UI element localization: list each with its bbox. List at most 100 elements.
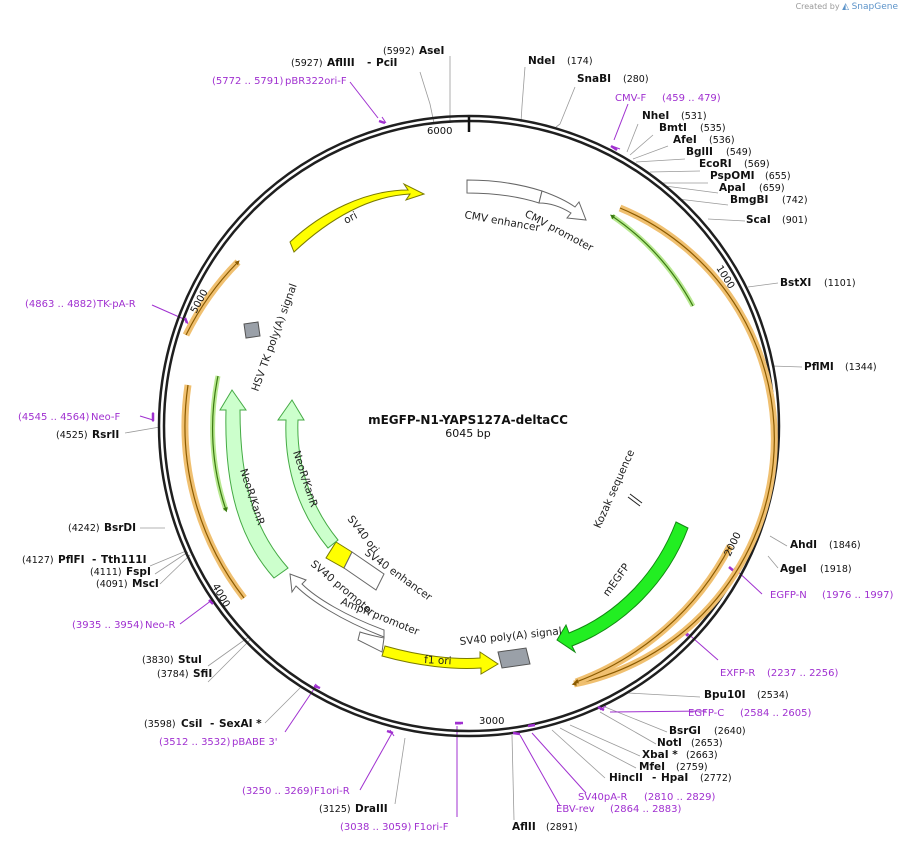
site-pos: (2663)	[686, 750, 718, 761]
site-pos: (2891)	[546, 822, 578, 833]
site-pos: (4242)	[68, 523, 100, 534]
site-name: PciI	[376, 57, 397, 69]
site-name: Bpu10I	[704, 689, 746, 701]
site-pos: (1101)	[824, 278, 856, 289]
primer-range: (2810 .. 2829)	[644, 792, 716, 803]
site-pos: (4525)	[56, 430, 88, 441]
svg-text:-: -	[92, 554, 96, 566]
primer-name: TK-pA-R	[96, 299, 136, 310]
site-pos: (1846)	[829, 540, 861, 551]
site-pos: (742)	[782, 195, 808, 206]
green-arcs	[210, 213, 696, 513]
plasmid-name: mEGFP-N1-YAPS127A-deltaCC	[368, 413, 568, 427]
primer-range: (5772 .. 5791)	[212, 76, 284, 87]
site-name: DraIII	[355, 803, 388, 815]
site-name: SnaBI	[577, 73, 611, 85]
site-pos: (280)	[623, 74, 649, 85]
primer-range: (4545 .. 4564)	[18, 412, 90, 423]
primer-range: (3038 .. 3059)	[340, 822, 412, 833]
site-pos: (655)	[765, 171, 791, 182]
site-labels: (5992) AseI (5927) AflIII - PciI NdeI (1…	[22, 45, 877, 833]
site-name: BstXI	[780, 277, 811, 289]
site-pos: (531)	[681, 111, 707, 122]
site-pos: (901)	[782, 215, 808, 226]
site-name: NdeI	[528, 55, 555, 67]
credit-prefix: Created by	[795, 2, 840, 11]
site-name: CsiI	[181, 718, 202, 730]
svg-text:-: -	[652, 772, 656, 784]
credit-brand: SnapGene	[851, 2, 898, 12]
tick-3000: 3000	[479, 716, 504, 727]
site-pos: (4091)	[96, 579, 128, 590]
primer-range: (4863 .. 4882)	[25, 299, 97, 310]
neor-outer-arrow	[219, 389, 289, 579]
site-name: MfeI	[639, 761, 665, 773]
megfp-arrow	[556, 521, 689, 654]
site-name: BsrGI	[669, 725, 701, 737]
site-name: BglII	[686, 146, 713, 158]
site-pos: (659)	[759, 183, 785, 194]
site-name: PflMI	[804, 361, 834, 373]
site-pos: (4111)	[90, 567, 122, 578]
site-pos: (4127)	[22, 555, 54, 566]
site-name: MscI	[132, 578, 159, 590]
site-pos: (2534)	[757, 690, 789, 701]
primer-name: F1ori-R	[314, 786, 350, 797]
site-name: RsrII	[92, 429, 119, 441]
primer-name: F1ori-F	[414, 822, 449, 833]
primer-name: Neo-R	[145, 620, 176, 631]
feature-label-sv40-polya: SV40 poly(A) signal	[459, 625, 562, 648]
site-name: ApaI	[719, 182, 746, 194]
site-pos: (2772)	[700, 773, 732, 784]
primer-labels: (5772 .. 5791) pBR322ori-F CMV-F (459 ..…	[18, 76, 894, 833]
site-name: Tth111I	[101, 554, 146, 566]
primer-range: (2864 .. 2883)	[610, 804, 682, 815]
primer-name: SV40pA-R	[578, 792, 627, 803]
site-name: AseI	[419, 45, 444, 57]
cmv-enhancer-box	[466, 179, 543, 204]
primer-name: EGFP-C	[688, 708, 724, 719]
site-name: PspOMI	[710, 170, 755, 182]
primer-name: pBABE 3'	[232, 737, 278, 748]
sv40-polya-box	[497, 647, 531, 669]
site-pos: (3830)	[142, 655, 174, 666]
primer-name: EBV-rev	[556, 804, 595, 815]
site-name: SfiI	[193, 668, 212, 680]
primer-name: CMV-F	[615, 93, 646, 104]
site-name: ScaI	[746, 214, 771, 226]
primer-name: Neo-F	[91, 412, 121, 423]
sv40-enhancer-box	[343, 551, 385, 591]
plasmid-length: 6045 bp	[445, 427, 490, 440]
f1-ori-arrow	[381, 645, 499, 675]
site-name: AfeI	[673, 134, 697, 146]
feature-label-kozak: Kozak sequence	[592, 448, 637, 530]
site-name: AgeI	[780, 563, 807, 575]
site-name: HpaI	[661, 772, 688, 784]
site-pos: (535)	[700, 123, 726, 134]
tick-6000: 6000	[427, 126, 452, 137]
site-pos: (536)	[709, 135, 735, 146]
site-name: XbaI *	[642, 749, 678, 761]
kozak-mark-2	[629, 493, 643, 504]
site-name: NotI	[657, 737, 682, 749]
hsv-tk-box	[243, 321, 261, 339]
svg-text:-: -	[210, 718, 214, 730]
site-name: PflFI	[58, 554, 85, 566]
site-pos: (3125)	[319, 804, 351, 815]
site-name: EcoRI	[699, 158, 732, 170]
primer-marks	[151, 119, 736, 736]
feature-shapes	[219, 179, 689, 675]
primer-range: (2237 .. 2256)	[767, 668, 839, 679]
site-pos: (5927)	[291, 58, 323, 69]
primer-name: pBR322ori-F	[285, 76, 347, 87]
ampr-promoter-arrow	[357, 631, 385, 653]
site-name: SexAI *	[219, 718, 262, 730]
primer-range: (1976 .. 1997)	[822, 590, 894, 601]
snapgene-logo: ◭	[842, 2, 850, 12]
label-lines	[124, 56, 803, 821]
kozak-mark-1	[627, 496, 641, 507]
site-name: StuI	[178, 654, 202, 666]
primer-range: (3512 .. 3532)	[159, 737, 231, 748]
feature-label-ori: ori	[342, 210, 360, 227]
site-name: AflIII	[327, 57, 355, 69]
